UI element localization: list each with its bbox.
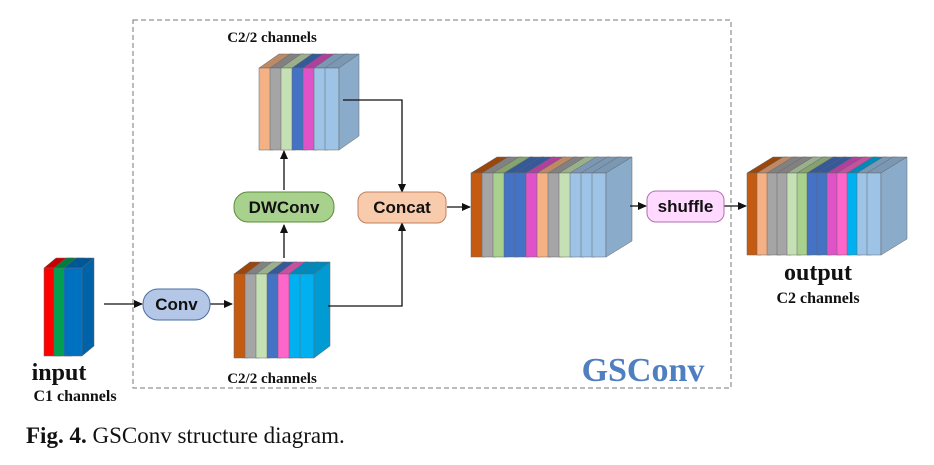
slab-side [81,257,95,357]
top-stack-channels-label: C2/2 channels [227,30,317,46]
slab-face [591,172,607,258]
slab-side [338,53,360,151]
concat-label: Concat [373,198,431,217]
figure-caption: Fig. 4. GSConv structure diagram. [26,423,345,449]
figure-caption-text: GSConv structure diagram. [86,423,345,448]
input-channels-label: C1 channels [33,388,116,405]
gsconv-module-boundary [132,19,732,389]
dwconv-label: DWConv [249,198,320,217]
slab-face [324,67,340,151]
slab-face [299,273,315,359]
slab-side [880,156,908,256]
slab-side [313,261,331,359]
input-label: input [32,360,87,386]
arrow-top-stack-to-concat [343,99,406,193]
output-feature-stack [746,156,908,256]
concat-node: Concat [357,191,447,224]
concat-output-stack [470,156,633,258]
figure-caption-prefix: Fig. 4. [26,423,87,448]
conv-output-stack [233,261,331,359]
module-name-label: GSConv [582,352,705,389]
bottom-stack-channels-label: C2/2 channels [227,371,317,387]
connectors [104,99,747,308]
output-channels-label: C2 channels [776,290,859,307]
shuffle-node: shuffle [646,190,725,223]
dwconv-node: DWConv [233,191,335,223]
conv-label: Conv [155,295,198,314]
shuffle-label: shuffle [658,197,714,216]
slab-face [63,267,83,357]
slab-side [605,156,633,258]
dwconv-output-stack [258,53,360,151]
slab-face [866,172,882,256]
input-feature-stack [43,257,95,357]
conv-node: Conv [142,288,211,321]
arrow-bottom-stack-to-concat [328,222,406,307]
output-label: output [784,260,852,286]
